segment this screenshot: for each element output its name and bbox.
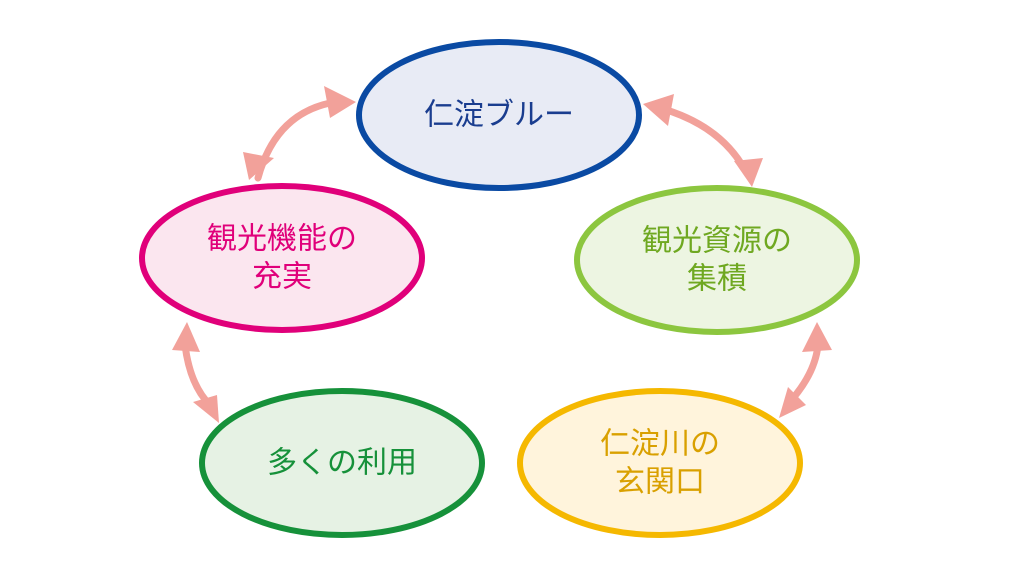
node-label: 仁淀川の [600, 427, 720, 462]
cycle-arrows [172, 86, 832, 423]
node-ellipse [199, 388, 485, 538]
node-label: 仁淀ブルー [424, 98, 574, 133]
arrow-head [324, 86, 356, 118]
node-label: 観光資源の [642, 224, 792, 259]
arrow-body [181, 341, 214, 409]
arrow-head [643, 94, 674, 126]
node-ellipse [139, 183, 425, 333]
node-label: 多くの利用 [267, 446, 417, 481]
node-label: 充実 [252, 260, 312, 295]
node-many-users: 多くの利用 [199, 388, 485, 538]
arrow-body [254, 99, 334, 182]
arrow-body [656, 104, 749, 174]
arrow-tail-head [779, 387, 806, 418]
arrow-head [802, 322, 832, 352]
node-label: 玄関口 [615, 465, 705, 500]
arrow-head [734, 158, 763, 187]
arrow-head [193, 395, 219, 423]
arrow-tail-head [243, 152, 274, 180]
node-ellipse [356, 39, 642, 191]
node-label: 集積 [687, 262, 747, 297]
node-ellipse [574, 185, 860, 335]
node-ellipse [517, 388, 803, 538]
arrow-tail-head [172, 322, 200, 352]
node-label: 観光機能の [207, 222, 357, 257]
node-niyodo-blue: 仁淀ブルー [356, 39, 642, 191]
